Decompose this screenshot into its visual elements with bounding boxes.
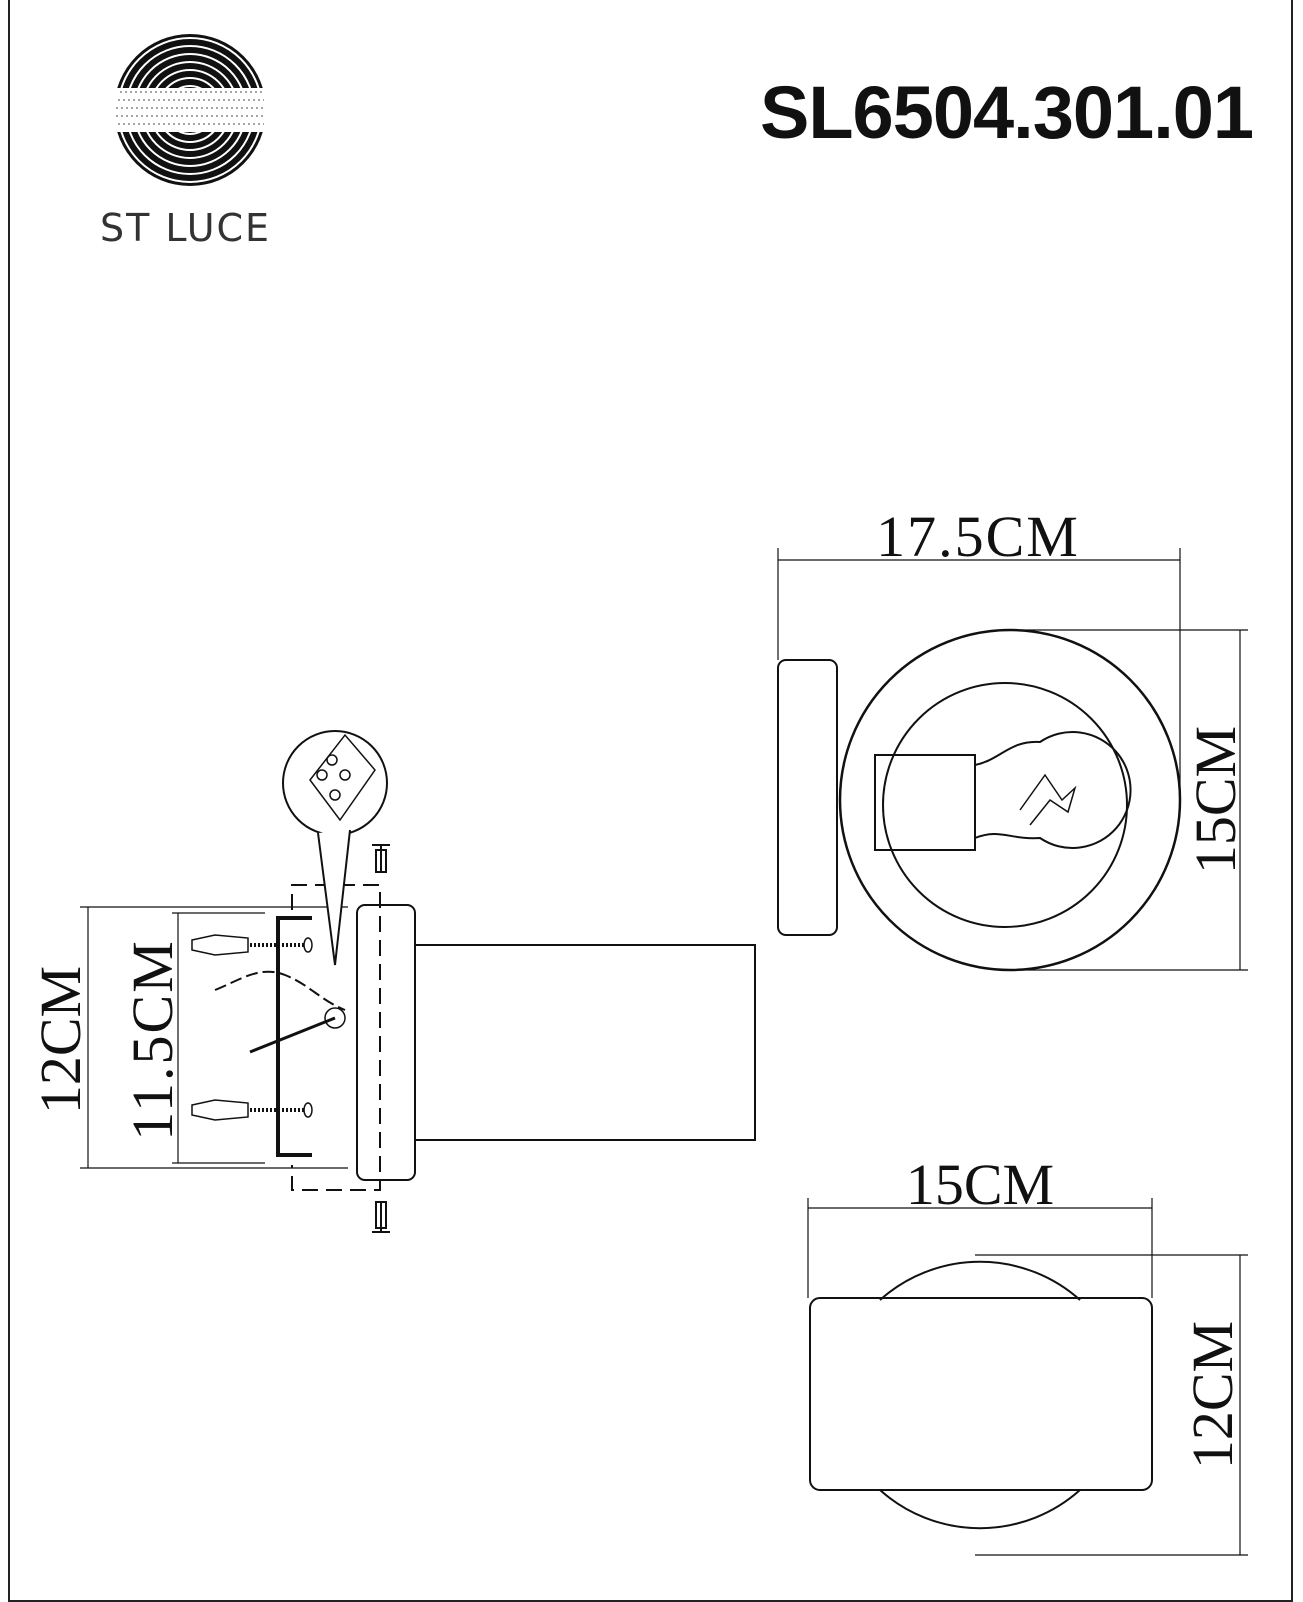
front-view: [777, 548, 1248, 972]
top-view: [807, 1198, 1248, 1556]
plate-height-label: 12CM: [28, 966, 93, 1114]
front-height-label: 15CM: [1183, 726, 1248, 874]
model-number: SL6504.301.01: [760, 71, 1254, 154]
terminal-block-icon: [309, 733, 376, 822]
screw-anchor-bottom: [191, 1099, 313, 1121]
screw-bottom-icon: [372, 1201, 390, 1233]
brand-logo-icon: [114, 34, 266, 186]
side-view: [80, 730, 756, 1233]
top-height-label: 12CM: [1180, 1321, 1245, 1469]
screw-top-icon: [372, 844, 390, 873]
bracket-height-label: 11.5CM: [120, 939, 185, 1141]
front-width-label: 17.5CM: [876, 504, 1080, 569]
screw-anchor-top: [191, 934, 313, 956]
brand-name: ST LUCE: [100, 206, 272, 250]
top-width-label: 15CM: [906, 1152, 1054, 1217]
